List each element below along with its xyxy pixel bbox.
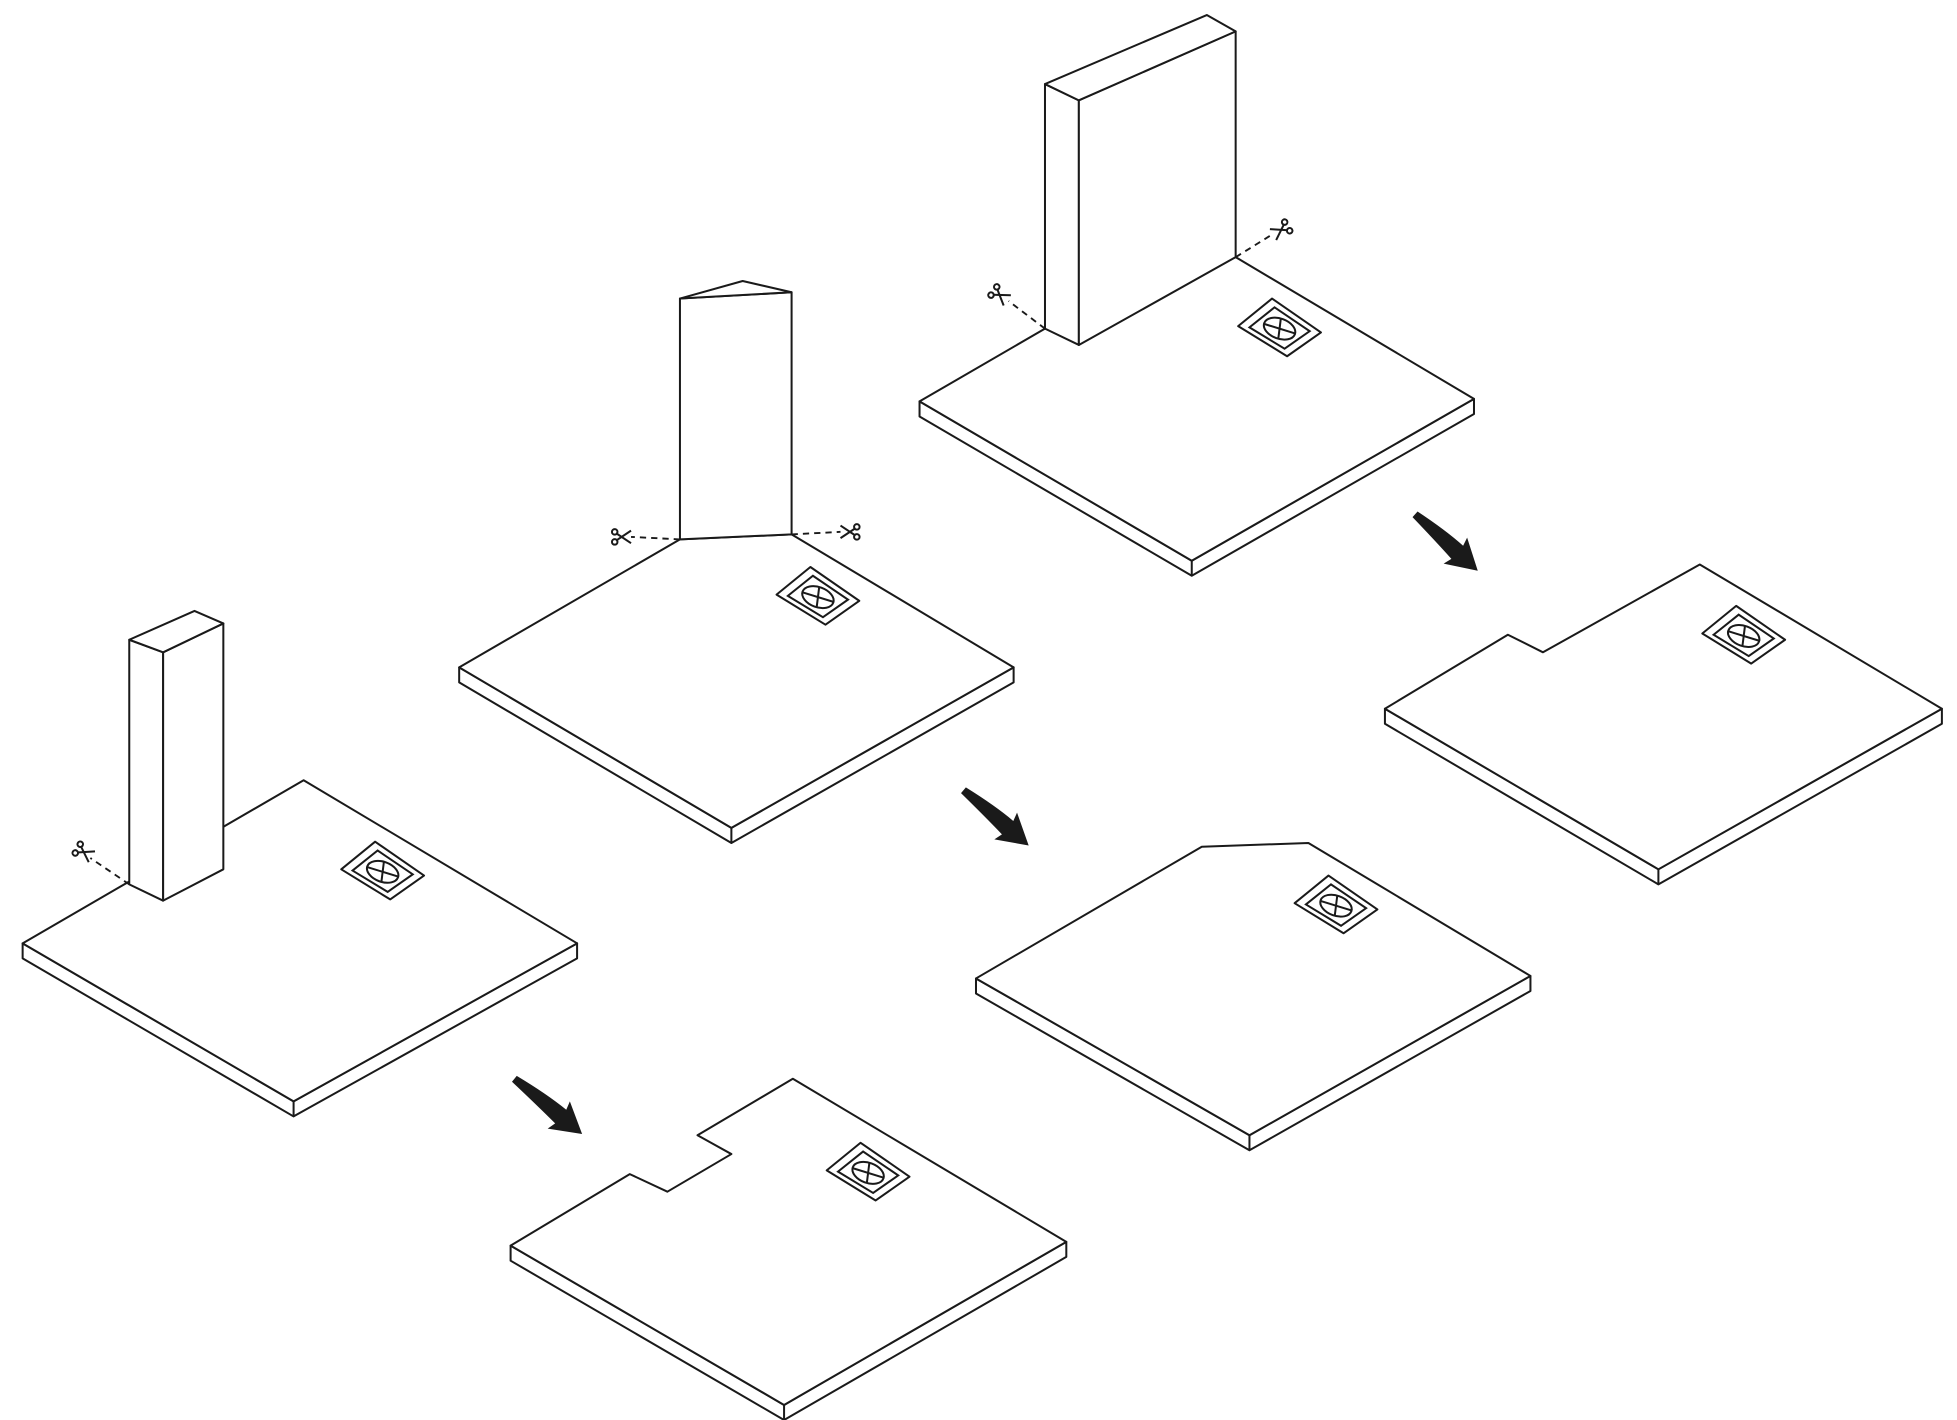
drain-icon <box>1237 297 1322 358</box>
cut-line <box>89 857 130 886</box>
scissors-icon <box>71 840 96 863</box>
arrow-icon <box>1412 511 1478 571</box>
tray-top <box>458 533 1015 829</box>
scissors-group <box>71 218 1294 863</box>
drain-icon <box>1701 604 1787 665</box>
cut-line <box>1008 300 1046 330</box>
scissors-icon <box>839 523 861 541</box>
square-column <box>128 609 225 902</box>
tray-top <box>974 841 1532 1137</box>
tray-top <box>21 779 579 1103</box>
scissors-icon <box>987 283 1011 306</box>
scissors-icon <box>1269 218 1294 241</box>
cut-line <box>791 530 841 536</box>
triangular-column <box>678 279 793 541</box>
cut-tray-bevelled-corner <box>974 841 1532 1152</box>
tray-with-square-column <box>21 779 579 1118</box>
cut-line <box>1235 233 1273 258</box>
drain-icon <box>825 1141 911 1202</box>
cut-tray-notched-edge <box>509 1077 1068 1420</box>
tray-top <box>509 1077 1068 1406</box>
arrows <box>511 511 1478 1134</box>
arrow-icon <box>511 1075 583 1134</box>
cut-tray-notched-corner <box>1383 563 1943 886</box>
tray-top <box>1383 563 1943 871</box>
wall <box>1043 14 1237 346</box>
trays <box>21 256 1943 1420</box>
scissors-icon <box>610 528 632 546</box>
drain-icon <box>340 840 426 901</box>
tray-with-triangular-column <box>458 533 1015 844</box>
drain-icon <box>1293 874 1379 935</box>
arrow-icon <box>961 787 1029 846</box>
cut-line <box>630 535 680 541</box>
drains <box>340 297 1787 1202</box>
drain-icon <box>775 565 861 626</box>
